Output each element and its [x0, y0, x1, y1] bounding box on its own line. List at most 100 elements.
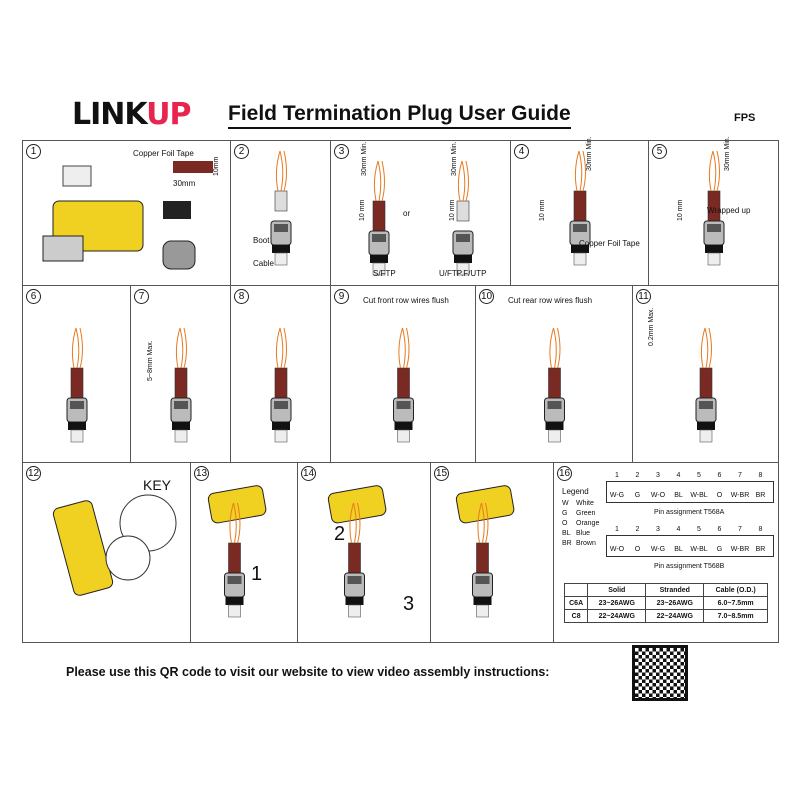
pin-wire: G [716, 546, 723, 553]
pin-number: 5 [697, 526, 701, 533]
step-panel-15: 15 [430, 462, 554, 643]
step-number: 7 [134, 289, 149, 304]
step-number: 16 [557, 466, 572, 481]
linkup-logo: LINKUP [72, 98, 191, 132]
pin-wire: W-BL [690, 492, 708, 499]
step-label: 10 mm [539, 199, 546, 221]
step-label: 10 mm [449, 199, 456, 221]
step-illustration [207, 485, 267, 618]
legend-code: W [562, 500, 569, 507]
pin-number: 2 [635, 526, 640, 533]
pin-wire: BR [755, 492, 766, 499]
legend-code: G [562, 510, 568, 517]
step-number: 9 [334, 289, 349, 304]
pin-number: 8 [758, 526, 763, 533]
step-label: Cable [253, 259, 274, 268]
step-panel-6: 6 [22, 285, 131, 463]
step-number: 3 [334, 144, 349, 159]
pin-wire: O [634, 546, 641, 553]
pin-wire: W-BR [730, 546, 750, 553]
step-label: S/FTP [373, 269, 396, 278]
pin-number: 7 [738, 526, 742, 533]
step-number: 15 [434, 466, 449, 481]
step-illustration [455, 485, 515, 618]
step-illustration [569, 150, 591, 266]
step-illustration [368, 160, 474, 276]
step-panel-10: 10 Cut rear row wires flush [475, 285, 633, 463]
step-number: 4 [514, 144, 529, 159]
step-label: 30mm Min. [724, 136, 731, 171]
step-label: Copper Foil Tape [579, 239, 640, 248]
legend-color: Brown [576, 540, 596, 547]
pin-wire: W-BR [730, 492, 750, 499]
spec-cell: 23~26AWG [587, 596, 647, 610]
step-number: 12 [26, 466, 41, 481]
step-label: 3 [403, 593, 415, 615]
qr-code[interactable] [632, 645, 688, 701]
page-title: Field Termination Plug User Guide [228, 102, 571, 129]
pin-wire: G [634, 492, 641, 499]
legend-title: Legend [562, 487, 589, 496]
pin-wire: W-G [609, 492, 625, 499]
pin-number: 1 [615, 472, 619, 479]
step-illustration [695, 327, 717, 443]
step-label: 10mm [213, 156, 220, 176]
pin-caption: Pin assignment T568A [654, 509, 725, 516]
step-illustration [393, 327, 414, 443]
step-number: 13 [194, 466, 209, 481]
pin-wire: BL [674, 492, 683, 499]
legend-code: BL [562, 530, 571, 537]
spec-cell: 22~24AWG [645, 609, 705, 623]
step-panel-4: 4 30mm Min. 10 mm Copper Foil Tape [510, 136, 649, 286]
spec-cell: 6.0~7.5mm [703, 596, 768, 610]
step-label: Boot [253, 236, 270, 245]
spec-cell: 7.0~8.5mm [703, 609, 768, 623]
step-panel-13: 13 1 [190, 462, 298, 643]
legend-code: BR [562, 540, 572, 547]
step-illustration [544, 327, 565, 443]
step-label: 5~8mm Max. [147, 340, 154, 381]
pin-caption: Pin assignment T568B [654, 563, 725, 570]
pin-wire: W-O [650, 492, 666, 499]
pin-number: 5 [697, 472, 701, 479]
spec-cell: 22~24AWG [587, 609, 647, 623]
spec-header: Stranded [645, 583, 705, 597]
step-number: 1 [26, 144, 41, 159]
step-label: 10 mm [359, 199, 366, 221]
step-label: 30mm Min. [586, 136, 593, 171]
spec-cell: C8 [563, 609, 589, 623]
pin-wire: BL [674, 546, 683, 553]
pin-wire: W-BL [690, 546, 708, 553]
step-illustration [66, 327, 88, 443]
step-number: 11 [636, 289, 651, 304]
legend-color: Green [576, 510, 596, 517]
step-illustration [42, 161, 213, 270]
step-label: U/FTP.F/UTP [439, 269, 487, 278]
spec-header: Solid [587, 583, 647, 597]
pin-number: 2 [635, 472, 640, 479]
spec-cell: 23~26AWG [645, 596, 705, 610]
qr-instructions: Please use this QR code to visit our web… [66, 665, 550, 679]
step-illustration [327, 485, 387, 618]
step-label: KEY [143, 477, 172, 493]
spec-cell: C6A [563, 596, 589, 610]
step-label: 1 [251, 563, 263, 585]
legend-color: Blue [576, 530, 591, 537]
step-number: 5 [652, 144, 667, 159]
step-number: 8 [234, 289, 249, 304]
step-label: 30mm Min. [451, 141, 458, 176]
legend-color: Orange [576, 520, 600, 527]
pin-number: 1 [615, 526, 619, 533]
pin-number: 4 [676, 526, 681, 533]
step-illustration [52, 494, 177, 596]
step-panel-11: 11 0.2mm Max. [632, 285, 779, 463]
spec-header [563, 583, 589, 597]
step-illustration [270, 327, 292, 443]
